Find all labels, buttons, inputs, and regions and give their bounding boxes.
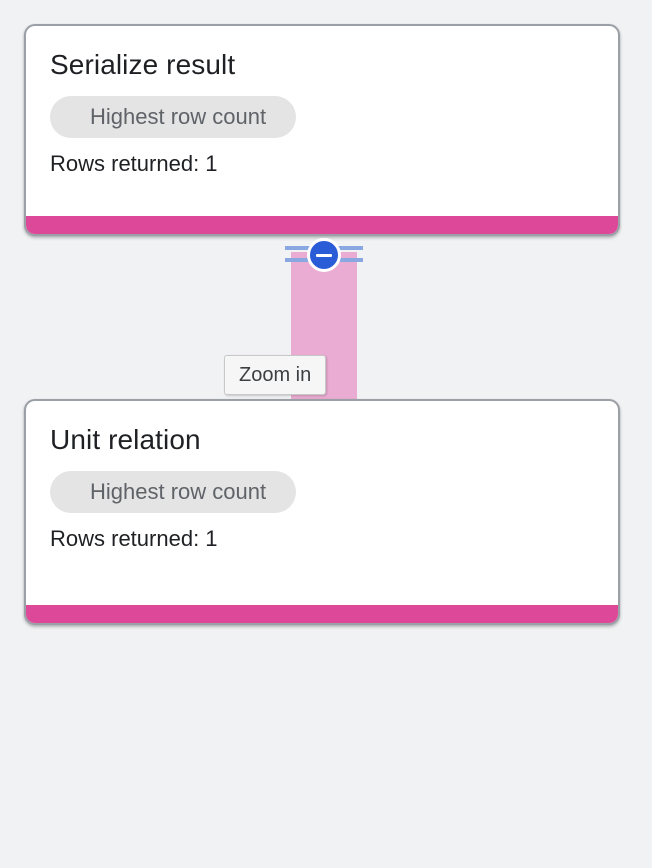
node-chip-highest-row-count: Highest row count	[50, 96, 297, 138]
node-card-body: Unit relation Highest row count Rows ret…	[26, 401, 618, 553]
node-card-serialize-result[interactable]: Serialize result Highest row count Rows …	[24, 24, 620, 236]
handle-lines-left-icon	[285, 238, 314, 272]
minus-circle-icon[interactable]	[307, 238, 341, 272]
node-status-bar	[26, 605, 618, 623]
handle-lines-right-icon	[334, 238, 363, 272]
node-chip-highest-row-count: Highest row count	[50, 471, 297, 513]
node-rows-returned: Rows returned: 1	[50, 526, 218, 551]
connector-collapse-handle[interactable]	[285, 238, 363, 272]
node-title: Serialize result	[50, 49, 236, 80]
zoom-in-tooltip: Zoom in	[224, 355, 327, 395]
node-status-bar	[26, 216, 618, 234]
node-rows-returned: Rows returned: 1	[50, 151, 218, 176]
node-card-body: Serialize result Highest row count Rows …	[26, 26, 618, 178]
node-title: Unit relation	[50, 424, 201, 455]
node-card-unit-relation[interactable]: Unit relation Highest row count Rows ret…	[24, 399, 620, 625]
minus-glyph	[316, 253, 332, 257]
